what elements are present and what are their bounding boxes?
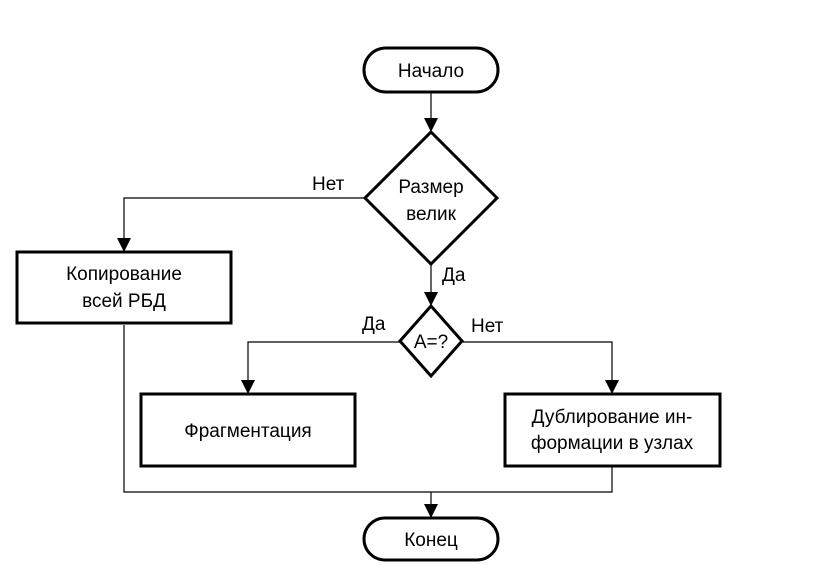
copy-all-line2: всей РБД — [82, 291, 166, 312]
copy-all-node: Копирование всей РБД — [15, 250, 233, 325]
arrowhead-a-yes-to-fragmentation — [241, 380, 255, 394]
arrowhead-size-no-to-copy — [117, 238, 131, 252]
connector-a-no-to-duplication — [462, 341, 613, 382]
connector-a-yes-to-fragmentation — [247, 341, 400, 382]
connector-copy-to-merge — [123, 325, 613, 493]
fragmentation-node: Фрагментация — [139, 392, 357, 468]
connector-size-no-to-copy — [123, 197, 365, 240]
connectors — [117, 92, 619, 518]
edge-label-a-yes: Да — [362, 314, 386, 335]
start-label: Начало — [398, 61, 464, 82]
size-decision-line1: Размер — [398, 177, 463, 198]
duplication-line1: Дублирование ин- — [532, 407, 693, 428]
start-node: Начало — [362, 46, 500, 94]
a-decision-node: A=? — [397, 303, 465, 379]
a-decision-label: A=? — [414, 332, 448, 353]
duplication-line2: формации в узлах — [531, 433, 694, 454]
arrowhead-size-yes-to-a — [424, 292, 438, 306]
arrowhead-merge-to-end — [424, 504, 438, 518]
edge-label-size-yes: Да — [442, 265, 466, 286]
end-node: Конец — [362, 516, 500, 562]
arrowhead-a-no-to-duplication — [605, 380, 619, 394]
size-decision-line2: велик — [406, 204, 457, 225]
end-label: Конец — [404, 530, 458, 551]
edge-label-a-no: Нет — [471, 316, 504, 337]
fragmentation-label: Фрагментация — [184, 421, 311, 442]
arrowhead-start-to-size — [424, 118, 438, 132]
edge-label-size-no: Нет — [312, 174, 345, 195]
duplication-node: Дублирование ин- формации в узлах — [503, 392, 722, 468]
copy-all-line1: Копирование — [66, 264, 182, 285]
size-decision-node: Размер велик — [362, 129, 500, 267]
edge-labels: Нет Да Да Нет — [312, 174, 504, 337]
